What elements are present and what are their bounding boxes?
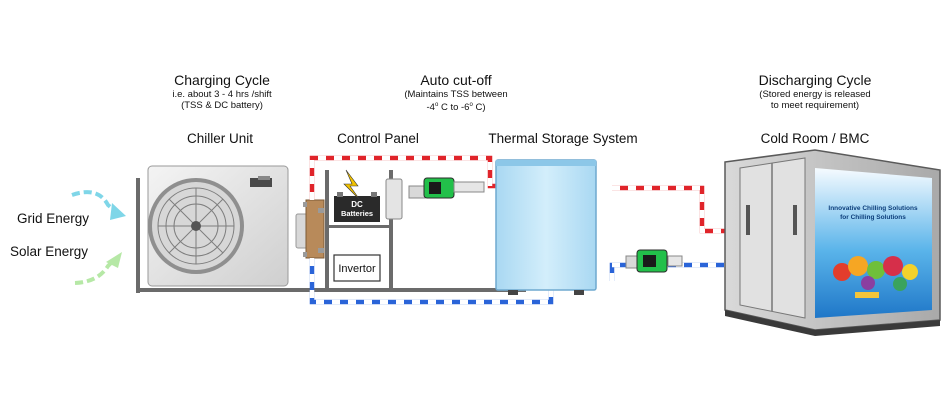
charging-cycle-note-2: (TSS & DC battery) [181,100,263,111]
invertor: Invertor [333,254,381,282]
discharging-pump [625,249,683,273]
auto-cutoff-heading: Auto cut-off [420,72,492,88]
dc-batteries: DC Batteries [334,169,380,222]
control-panel-rack [325,170,403,290]
discharging-cycle-note-2: to meet requirement) [770,100,860,111]
grid-energy-label: Grid Energy [17,211,90,226]
discharging-cycle-note-1: (Stored energy is released [759,89,871,100]
dc-batteries-label-1: DC [351,200,363,209]
control-panel-label: Control Panel [337,131,419,146]
auto-cutoff-note-1: (Maintains TSS between [404,89,508,100]
thermal-storage-label: Thermal Storage System [488,131,638,146]
discharging-cycle-heading: Discharging Cycle [758,72,872,88]
cold-room-slogan-2: for Chilling Solutions [840,214,906,221]
cold-room-slogan-1: Innovative Chilling Solutions [828,205,918,212]
cold-discharge-pipe [609,262,725,281]
auto-cutoff-note-2: -4o C to -6o C) [426,102,486,114]
cold-room-label: Cold Room / BMC [760,131,870,146]
charging-pump [408,177,485,199]
chiller-unit-label: Chiller Unit [186,131,254,146]
cold-room-container: Innovative Chilling Solutions for Chilli… [724,149,941,336]
hot-discharge-pipe [612,185,725,234]
heat-exchanger [303,199,325,259]
thermal-storage-tank [495,159,597,295]
invertor-label: Invertor [338,263,376,275]
charging-cycle-heading: Charging Cycle [174,72,270,88]
solar-energy-label: Solar Energy [10,244,89,259]
grid-energy-arrow [71,190,126,220]
dc-batteries-label-2: Batteries [341,209,373,218]
solar-energy-arrow [74,252,122,285]
charging-cycle-note-1: i.e. about 3 - 4 hrs /shift [172,89,272,100]
hot-charge-pipe [309,155,500,200]
chiller-unit [136,165,526,293]
